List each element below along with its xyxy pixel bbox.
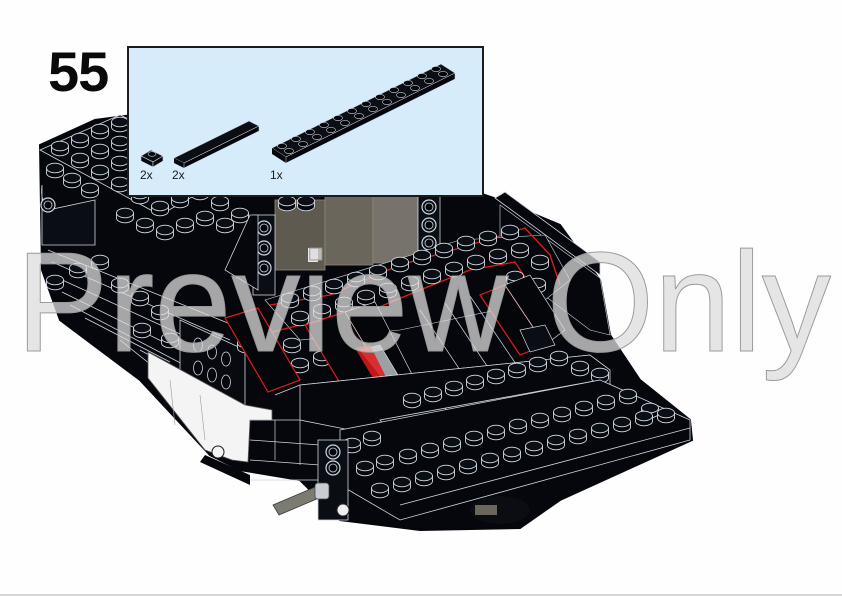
part-tile-1x6-icon [173,120,260,169]
part-plate-2x12-icon [271,63,456,164]
part-quantity: 2x [140,168,153,182]
part-quantity: 1x [270,168,283,182]
white-bumper [147,351,273,463]
parts-callout: 2x 2x 1x [127,46,484,197]
step-number: 55 [48,40,109,103]
part-quantity: 2x [172,168,185,182]
page-divider [0,594,842,596]
part-plate-1x1-icon [140,149,164,168]
trans-black-bricks [274,194,419,271]
